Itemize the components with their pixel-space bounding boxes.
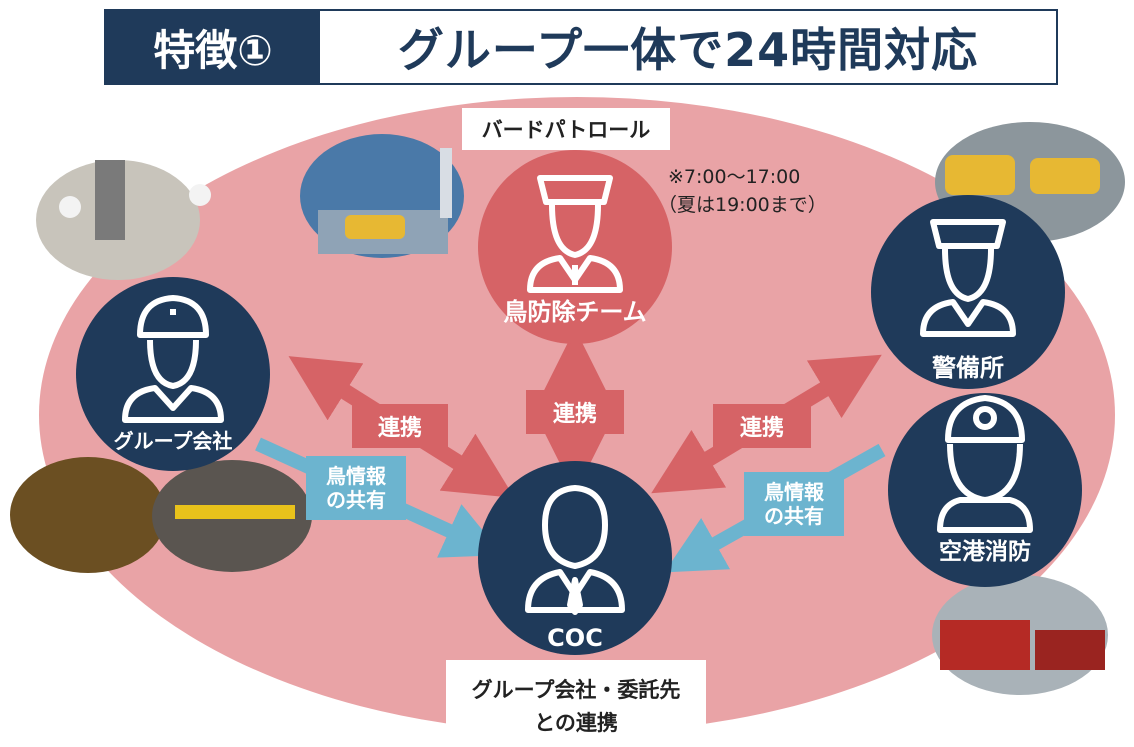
bird-team-circle (478, 150, 672, 344)
bird-info-line1: 鳥情報 (764, 480, 824, 504)
fire-service-circle (888, 393, 1082, 587)
bird-patrol-caption-box (462, 108, 670, 150)
guard-station-label: 警備所 (932, 354, 1004, 382)
cooperation-label-left: 連携 (352, 404, 448, 448)
bird-team-label: 鳥防除チーム (503, 298, 647, 326)
cooperation-label-center: 連携 (526, 390, 624, 434)
fire-service-label: 空港消防 (939, 539, 1031, 565)
coc-caption-line1: グループ会社・委託先 (471, 678, 681, 702)
photo-bird-patrol (300, 134, 464, 258)
coc-caption-box (446, 660, 706, 747)
bird-info-line1: 鳥情報 (326, 464, 386, 488)
photo-night-work (10, 457, 312, 573)
bird-team-hours: ※7:00〜17:00 (668, 166, 801, 188)
cooperation-label-right: 連携 (713, 404, 811, 448)
firefighter-icon (937, 395, 1033, 533)
header-banner: 特徴① グループ一体で24時間対応 (104, 9, 1058, 85)
coc-caption-line2: との連携 (534, 711, 618, 735)
feature-tag: 特徴① (106, 11, 320, 83)
bird-info-line2: の共有 (764, 504, 824, 528)
group-company-label: グループ会社 (113, 429, 233, 453)
security-guard-icon (527, 175, 623, 293)
photo-fire-trucks (932, 575, 1108, 695)
office-worker-icon (525, 485, 625, 615)
bird-info-label-left: 鳥情報 の共有 (306, 456, 406, 520)
guard-station-circle (871, 195, 1065, 389)
bird-patrol-caption: バードパトロール (481, 118, 651, 142)
bird-info-line2: の共有 (326, 488, 386, 512)
security-guard-icon (920, 219, 1016, 337)
construction-worker-icon (122, 295, 224, 423)
coc-label: COC (547, 624, 603, 652)
page-title: グループ一体で24時間対応 (397, 23, 979, 77)
photo-group-work (36, 160, 211, 280)
bird-team-hours-summer: （夏は19:00まで） (658, 194, 827, 216)
bird-info-label-right: 鳥情報 の共有 (744, 472, 844, 536)
